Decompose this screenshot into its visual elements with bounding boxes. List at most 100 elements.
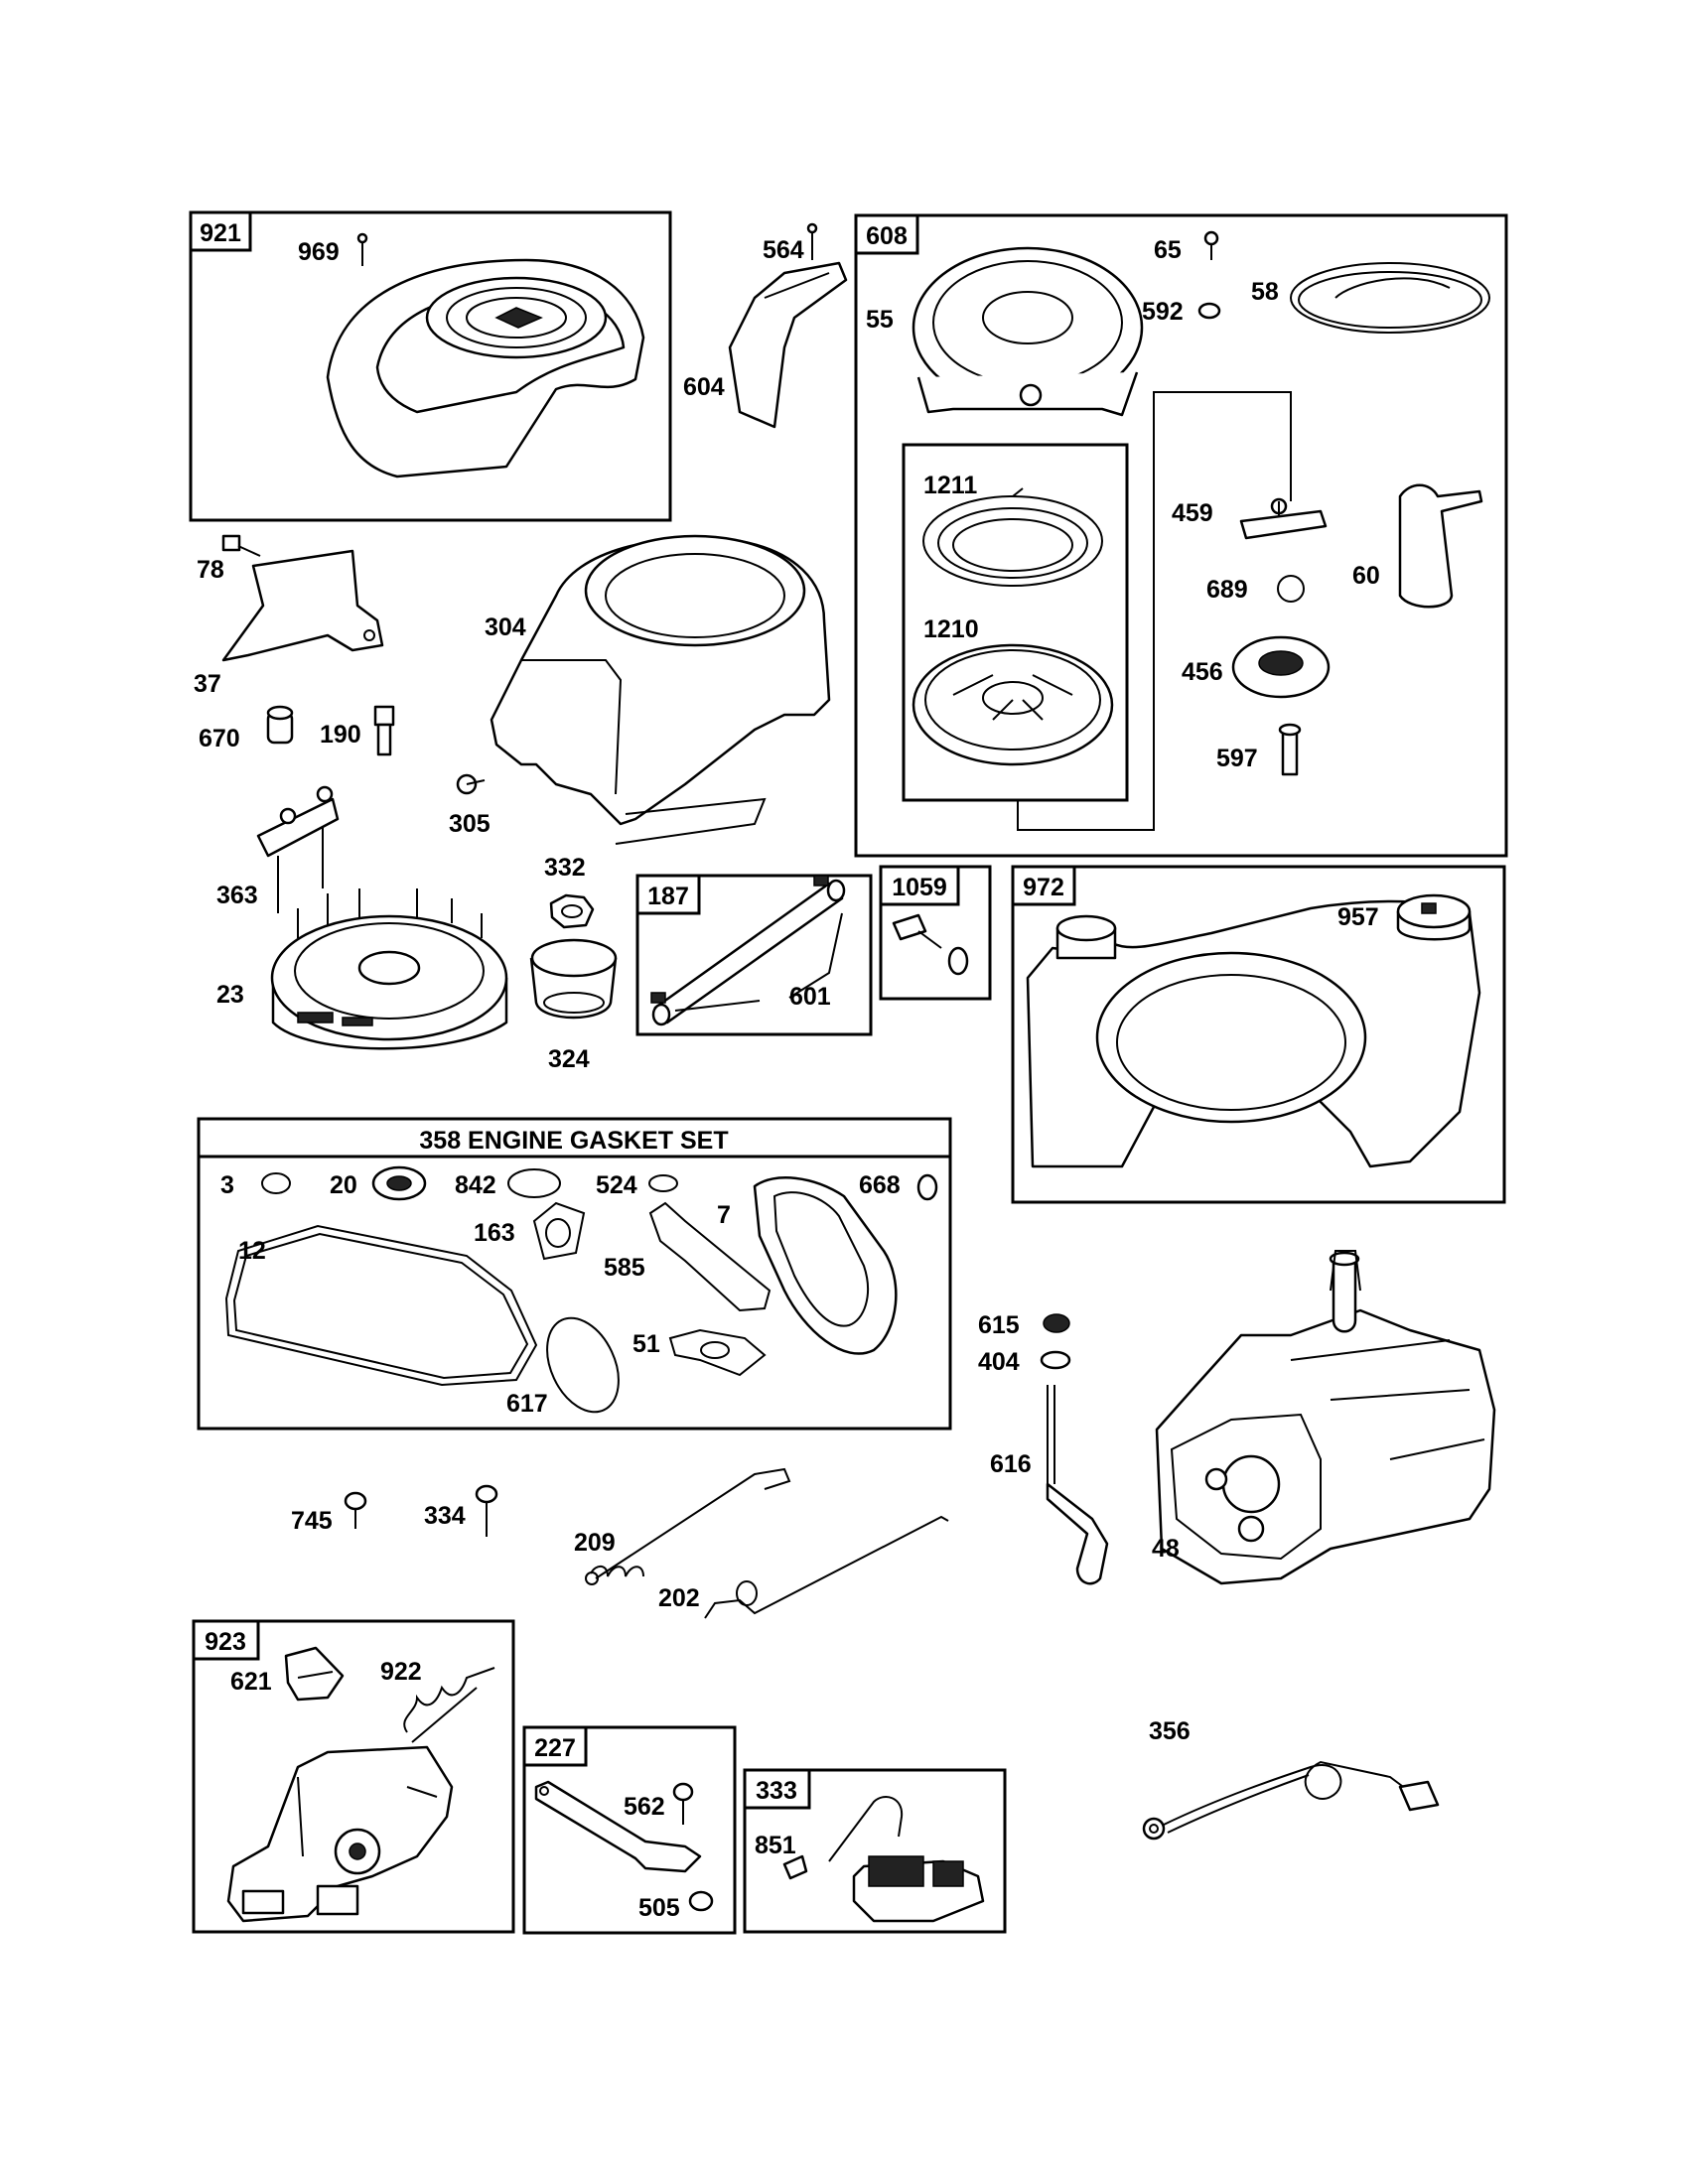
label-332: 332 xyxy=(544,854,586,882)
group-333: 333 851 xyxy=(743,1768,1007,1934)
label-78: 78 xyxy=(197,556,224,584)
blower-housing-304 xyxy=(490,534,831,845)
air-guide-604 xyxy=(728,261,848,429)
starter-cup-324 xyxy=(529,938,618,1020)
label-745: 745 xyxy=(291,1507,333,1535)
label-842: 842 xyxy=(455,1171,496,1199)
label-616: 616 xyxy=(990,1450,1032,1478)
bracket-363 xyxy=(256,785,340,913)
label-363: 363 xyxy=(216,882,258,909)
label-305: 305 xyxy=(449,810,491,838)
screw-745 xyxy=(344,1491,367,1529)
label-3: 3 xyxy=(220,1171,234,1199)
group-923: 923 621 922 xyxy=(192,1619,515,1934)
control-lever-227 xyxy=(534,1780,702,1873)
fuel-cap-957 xyxy=(1396,893,1472,941)
label-37: 37 xyxy=(194,670,221,698)
bolt-78 xyxy=(221,534,261,557)
blower-cover-part xyxy=(326,258,645,478)
label-48: 48 xyxy=(1152,1535,1180,1563)
washer-668 xyxy=(916,1173,938,1201)
gasket-163 xyxy=(532,1201,586,1261)
governor-shaft-616 xyxy=(1046,1385,1109,1585)
group-608-number: 608 xyxy=(866,222,908,250)
label-524: 524 xyxy=(596,1171,637,1199)
label-7: 7 xyxy=(717,1201,731,1229)
spring-922 xyxy=(403,1667,495,1743)
label-562: 562 xyxy=(624,1793,665,1821)
label-190: 190 xyxy=(320,721,361,749)
label-592: 592 xyxy=(1142,298,1184,326)
recoil-spring-1211 xyxy=(922,487,1103,587)
label-969: 969 xyxy=(298,238,340,266)
label-689: 689 xyxy=(1206,576,1248,604)
label-1210: 1210 xyxy=(923,615,979,643)
oil-seal-20 xyxy=(371,1165,427,1201)
label-668: 668 xyxy=(859,1171,901,1199)
label-58: 58 xyxy=(1251,278,1279,306)
ratchet-456 xyxy=(1231,635,1331,699)
screw-334 xyxy=(475,1484,498,1537)
nut-592 xyxy=(1197,302,1221,320)
label-334: 334 xyxy=(424,1502,466,1530)
label-615: 615 xyxy=(978,1311,1020,1339)
ignition-armature xyxy=(828,1796,985,1923)
group-972-number: 972 xyxy=(1023,874,1064,901)
ground-wire-356 xyxy=(1142,1760,1440,1841)
label-456: 456 xyxy=(1182,658,1223,686)
group-227: 227 562 505 xyxy=(522,1725,737,1935)
screw-597 xyxy=(1278,723,1302,776)
washer-1059 xyxy=(947,946,969,976)
label-604: 604 xyxy=(683,373,725,401)
group-921-number: 921 xyxy=(200,219,241,247)
group-227-number: 227 xyxy=(534,1734,576,1762)
group-1059-number: 1059 xyxy=(892,874,947,901)
label-55: 55 xyxy=(866,306,894,334)
o-ring-842 xyxy=(507,1168,561,1198)
screw-564 xyxy=(806,222,818,260)
label-621: 621 xyxy=(230,1668,272,1696)
crankcase-gasket-12 xyxy=(224,1224,538,1387)
spring-209 xyxy=(585,1467,791,1585)
group-608: 608 55 65 592 58 xyxy=(854,213,1508,858)
breather-tube xyxy=(650,875,846,1026)
group-972: 972 957 xyxy=(1011,865,1506,1204)
label-670: 670 xyxy=(199,725,240,752)
spacer-670 xyxy=(266,705,294,745)
label-617: 617 xyxy=(506,1390,548,1418)
gasket-51 xyxy=(668,1328,767,1377)
starter-housing-55 xyxy=(912,246,1144,417)
group-923-number: 923 xyxy=(205,1628,246,1656)
label-922: 922 xyxy=(380,1658,422,1686)
screw-305 xyxy=(456,773,486,795)
label-601: 601 xyxy=(789,983,831,1011)
label-324: 324 xyxy=(548,1045,590,1073)
group-921: 921 969 xyxy=(189,210,672,522)
pulley-1210 xyxy=(912,643,1114,766)
label-60: 60 xyxy=(1352,562,1380,590)
label-209: 209 xyxy=(574,1529,616,1557)
air-guide-37 xyxy=(221,549,384,662)
label-356: 356 xyxy=(1149,1717,1191,1745)
nut-505 xyxy=(688,1890,714,1912)
screw-1059 xyxy=(892,913,942,949)
nut-332 xyxy=(549,893,595,929)
label-65: 65 xyxy=(1154,236,1182,264)
control-bracket xyxy=(226,1745,454,1923)
label-459: 459 xyxy=(1172,499,1213,527)
label-304: 304 xyxy=(485,614,526,641)
label-505: 505 xyxy=(638,1894,680,1922)
group-187-number: 187 xyxy=(647,883,689,910)
pawl-459 xyxy=(1239,497,1328,540)
retainer-615 xyxy=(1043,1313,1070,1333)
starter-rope-58 xyxy=(1290,262,1490,334)
label-957: 957 xyxy=(1337,903,1379,931)
head-gasket-7 xyxy=(753,1176,898,1355)
label-20: 20 xyxy=(330,1171,357,1199)
gasket-524 xyxy=(648,1174,678,1192)
label-12: 12 xyxy=(238,1237,266,1265)
washer-404 xyxy=(1040,1350,1071,1370)
engine-gasket-set: 358 ENGINE GASKET SET 3 20 842 524 668 7… xyxy=(197,1117,952,1431)
engine-block-48 xyxy=(1155,1250,1496,1585)
